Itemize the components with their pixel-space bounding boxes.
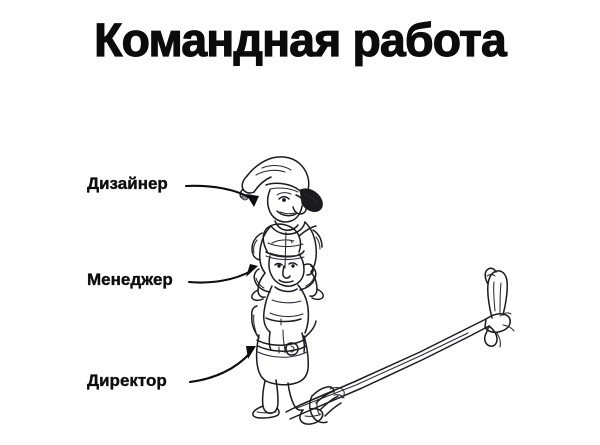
callout-arrow-designer (184, 184, 259, 207)
callout-arrow-director (188, 346, 256, 384)
middle-figure (253, 223, 317, 353)
bottom-figure (251, 305, 345, 425)
callout-arrow-manager (187, 264, 258, 284)
pole-prop (285, 267, 515, 420)
callout-label-manager: Менеджер (87, 270, 173, 289)
callout-label-director: Директор (87, 371, 167, 390)
callout-label-designer: Дизайнер (87, 174, 168, 193)
top-figure (239, 156, 324, 302)
bottom-figure-hand (309, 386, 345, 424)
